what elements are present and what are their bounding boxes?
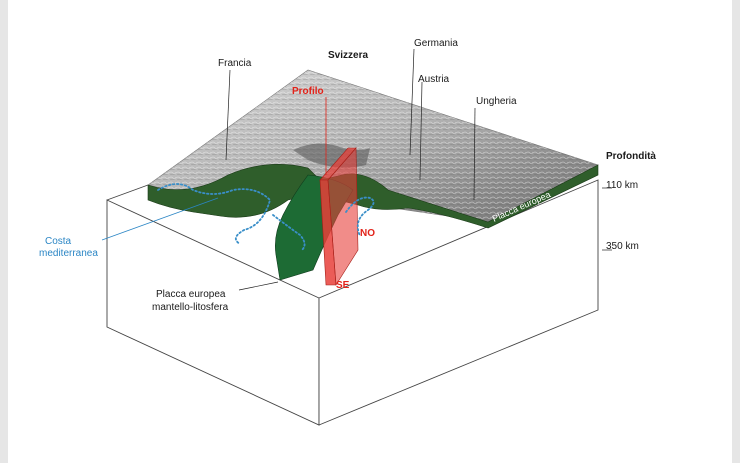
coastline-dotted: [157, 183, 375, 251]
label-francia: Francia: [218, 58, 252, 69]
label-profilo: Profilo: [292, 86, 324, 97]
label-ungheria: Ungheria: [476, 96, 517, 107]
leader-lines: [225, 48, 612, 291]
coast-leader: [101, 197, 219, 241]
label-profondita: Profondità: [606, 151, 656, 162]
label-placca-europea: Placca europea: [156, 289, 226, 300]
label-mediterranea: mediterranea: [39, 248, 98, 259]
profile-slab: [319, 147, 359, 286]
label-depth-350: 350 km: [606, 241, 639, 252]
label-no: NO: [360, 228, 375, 239]
plate-cross-section: [147, 164, 599, 229]
label-se: SE: [336, 280, 350, 291]
label-austria: Austria: [418, 74, 450, 85]
label-germania: Germania: [414, 38, 458, 49]
block-diagram: Francia Svizzera Germania Austria Ungher…: [39, 38, 656, 426]
label-mantello-litosfera: mantello-litosfera: [152, 302, 229, 313]
label-svizzera: Svizzera: [328, 50, 368, 61]
diagram-canvas: Francia Svizzera Germania Austria Ungher…: [8, 0, 732, 463]
label-depth-110: 110 km: [606, 180, 638, 191]
label-costa: Costa: [45, 236, 72, 247]
